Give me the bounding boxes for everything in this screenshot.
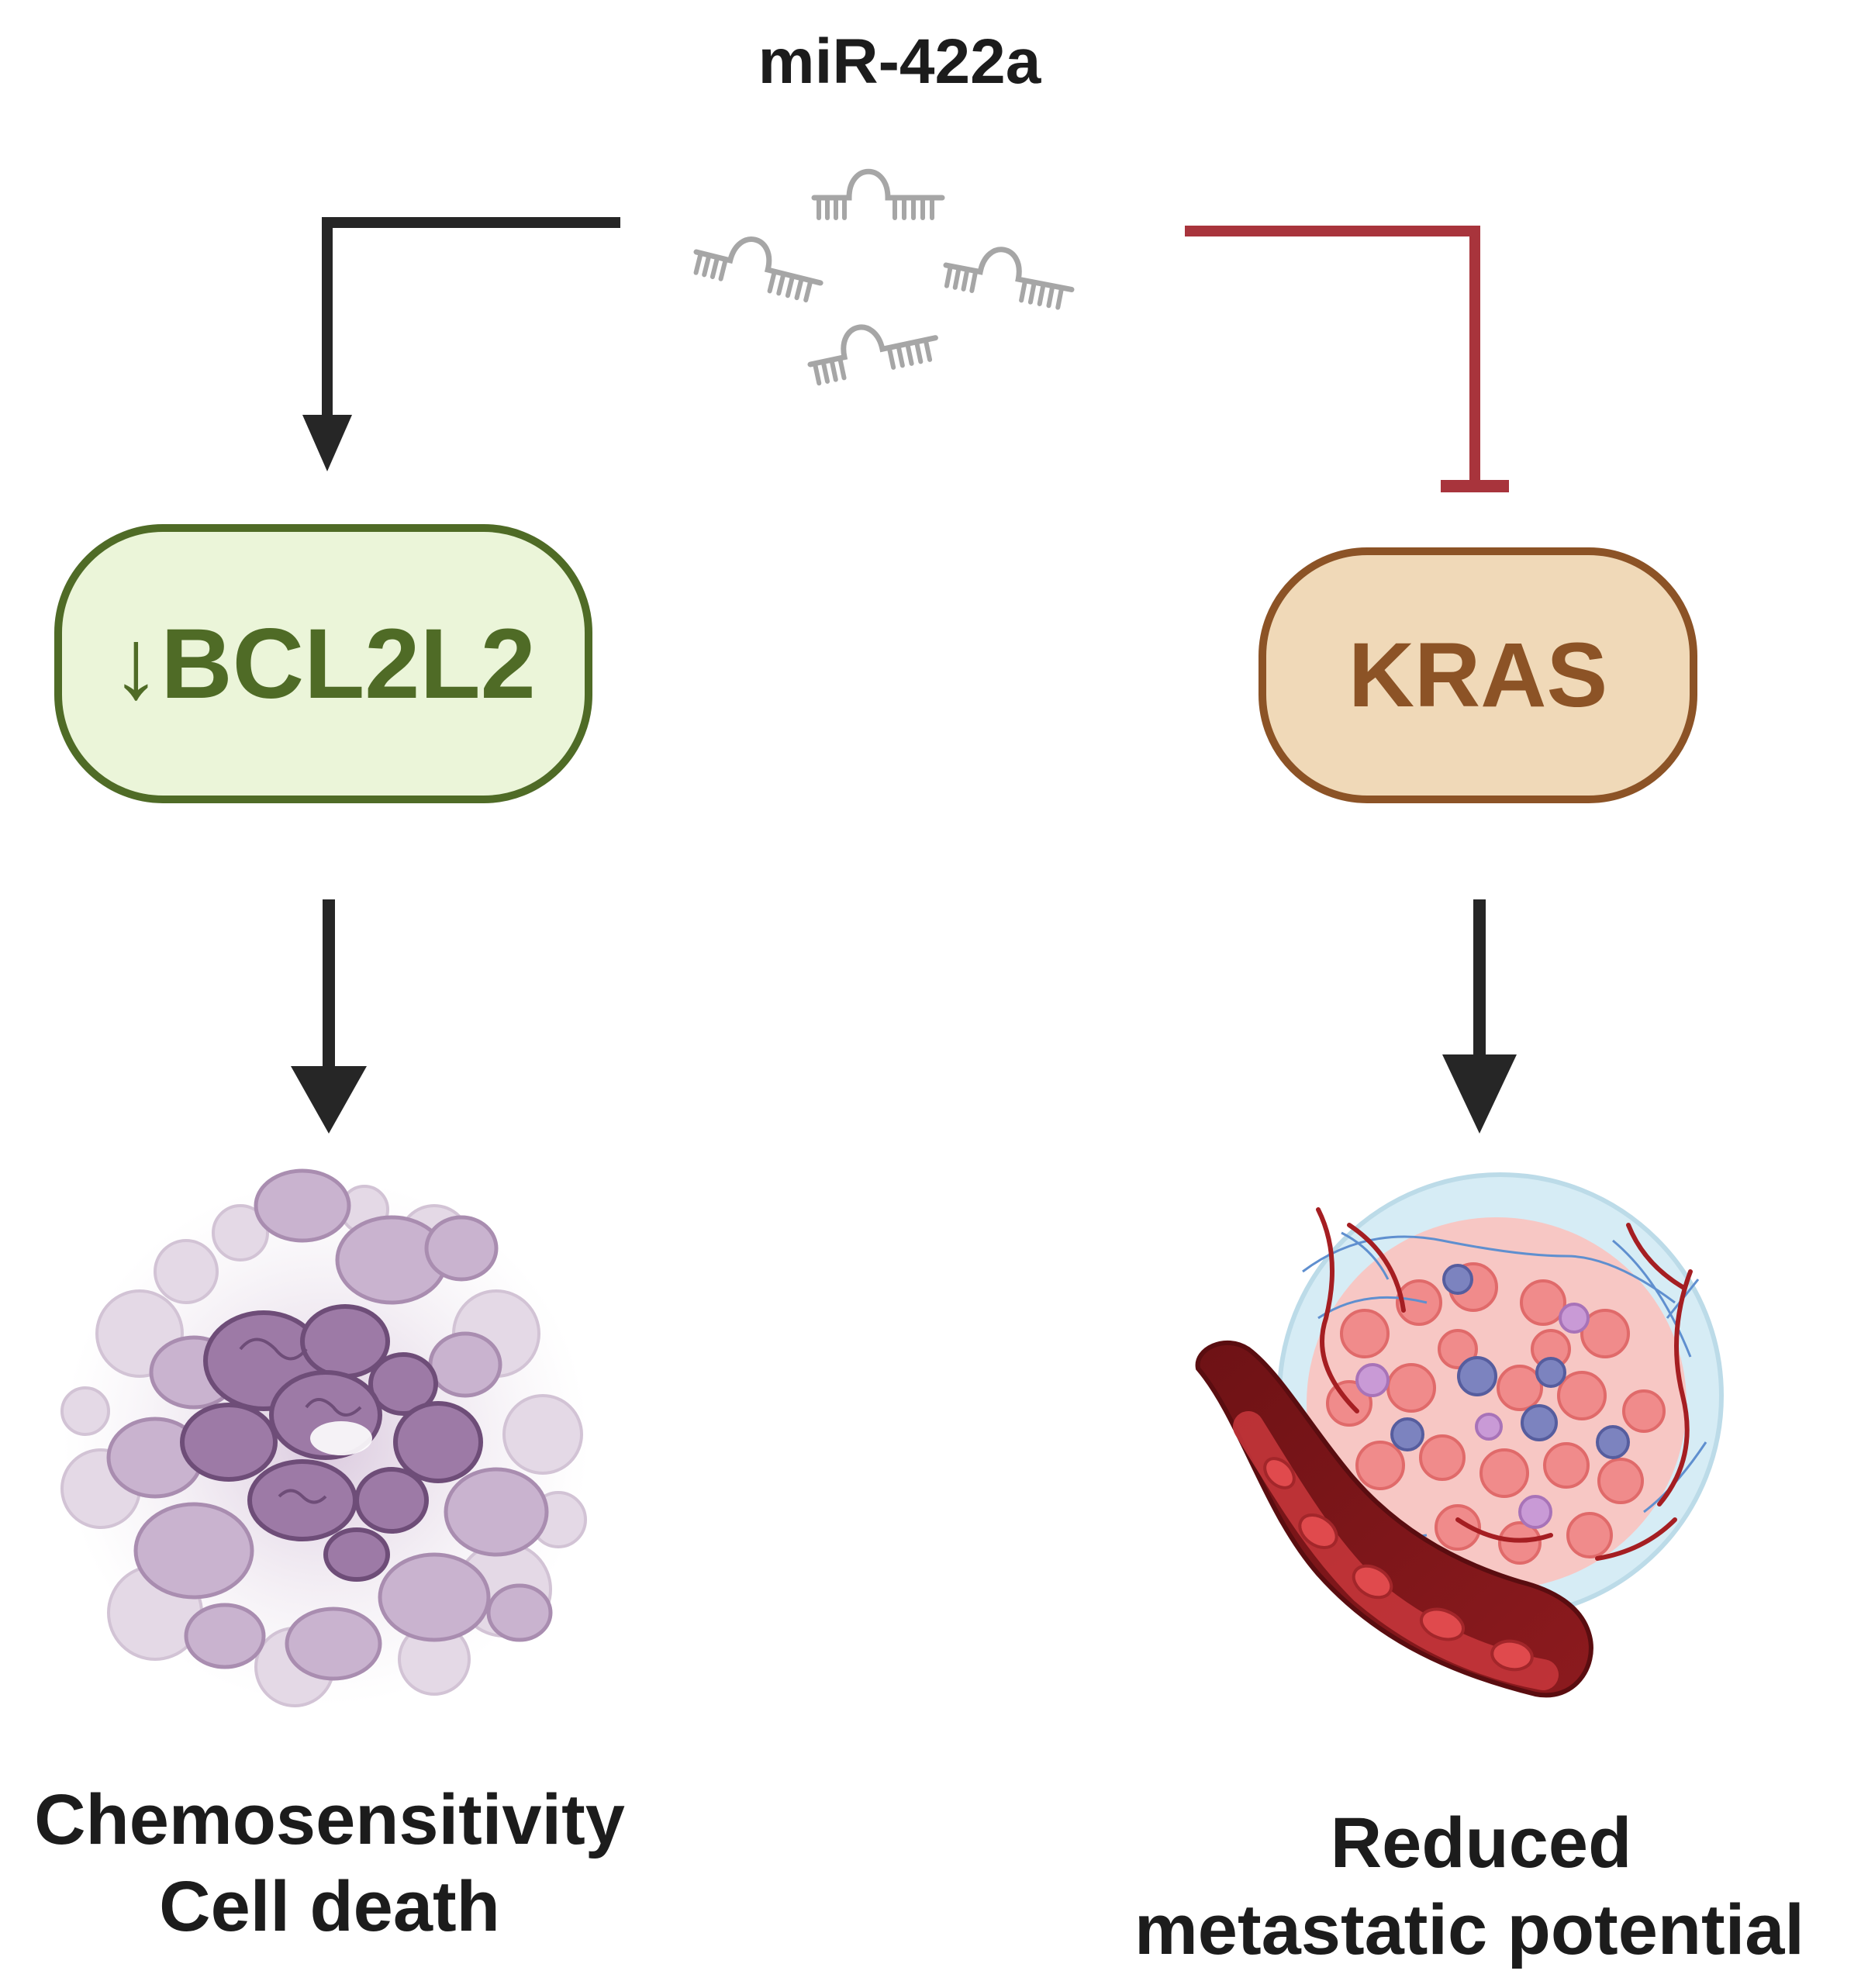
node-bcl2l2: ↓BCL2L2 [54, 524, 592, 803]
outcome-left-line2: Cell death [159, 1867, 500, 1946]
outcome-right-line2: metastatic potential [1134, 1890, 1804, 1969]
mirna-title: miR-422a [758, 26, 1041, 97]
outcome-right-line1: Reduced [1330, 1803, 1632, 1883]
inhibition-arrow-mirna-to-kras [1185, 226, 1509, 492]
outcome-left-line1: Chemosensitivity [34, 1780, 625, 1859]
node-kras-label: KRAS [1348, 624, 1608, 727]
arrow-bcl2l2-to-outcome [291, 899, 367, 1134]
tumor-blood-vessel-icon [1195, 1172, 1724, 1698]
apoptotic-cells-icon [60, 1168, 589, 1707]
activation-arrow-mirna-to-bcl2l2 [302, 217, 620, 471]
mirna-molecules-icon [692, 171, 1077, 384]
node-kras: KRAS [1259, 547, 1697, 803]
node-bcl2l2-label: ↓BCL2L2 [111, 608, 536, 720]
arrow-kras-to-outcome [1442, 899, 1517, 1134]
